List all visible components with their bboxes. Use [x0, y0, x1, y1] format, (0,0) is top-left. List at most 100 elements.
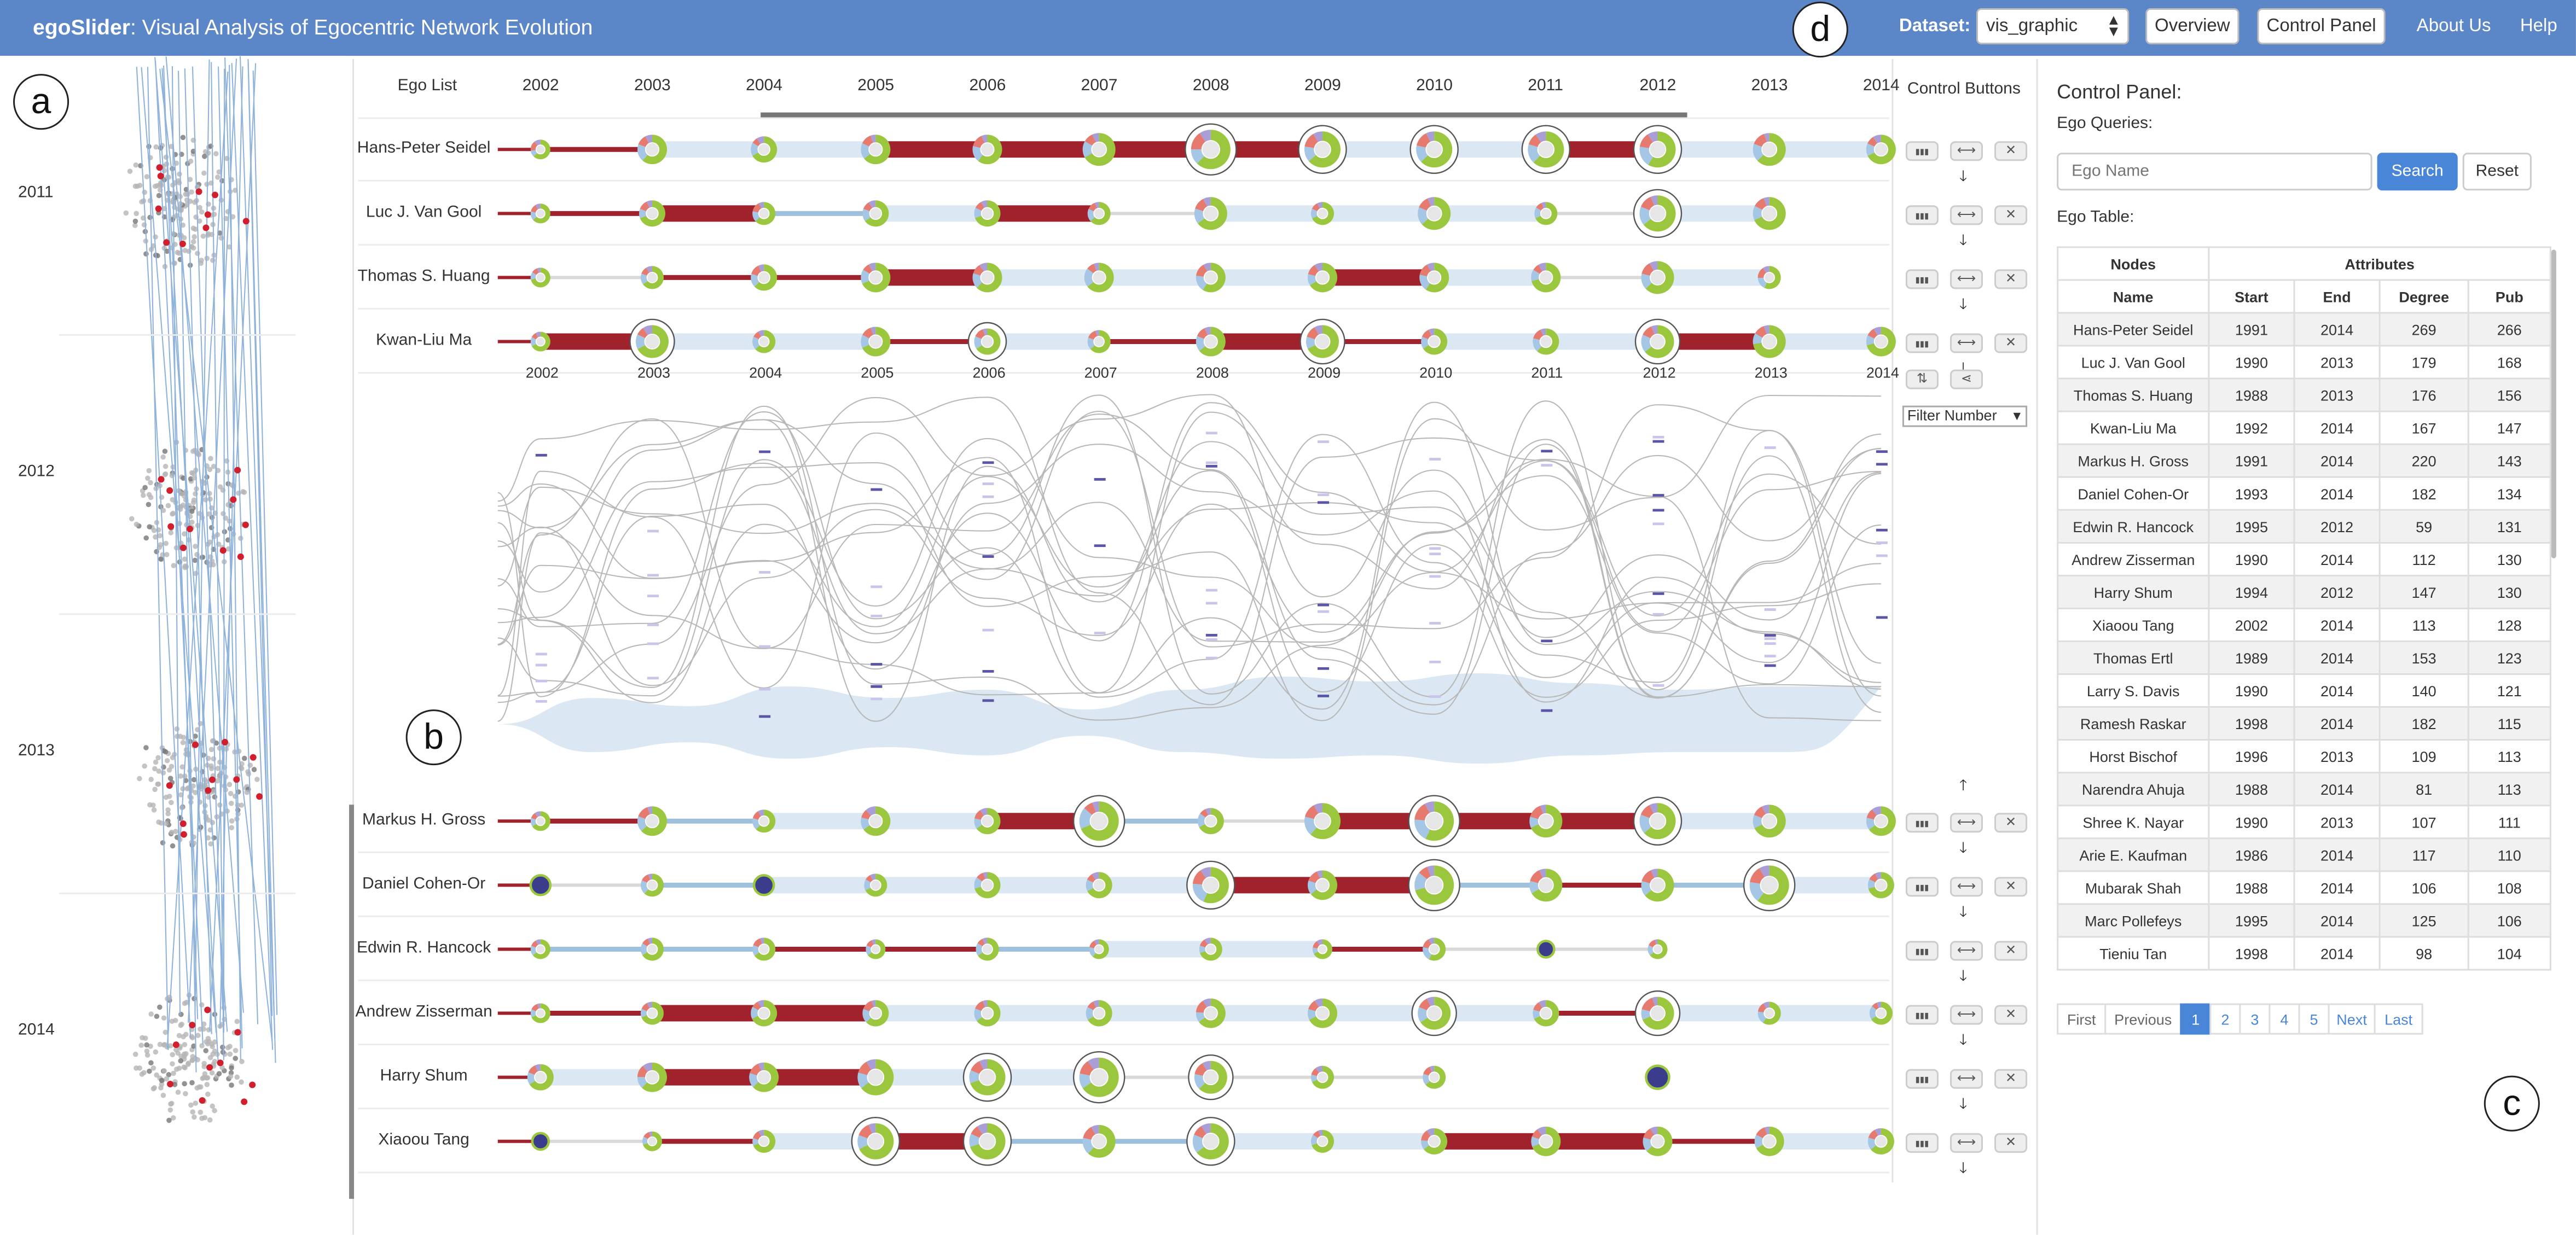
overview-button[interactable]: Overview	[2145, 8, 2240, 45]
close-button[interactable]: ✕	[1994, 1133, 2028, 1153]
ego-node[interactable]	[1304, 803, 1341, 840]
ego-node[interactable]	[530, 139, 550, 160]
chart-button[interactable]: ▮▮▮	[1905, 877, 1939, 897]
ego-name-label[interactable]: Xiaoou Tang	[378, 1131, 469, 1150]
ego-node[interactable]	[527, 1064, 554, 1091]
ego-node[interactable]	[1196, 327, 1226, 357]
ego-node[interactable]	[1310, 1129, 1335, 1153]
ego-node[interactable]	[862, 1000, 889, 1027]
ego-node[interactable]	[1196, 998, 1226, 1028]
ego-node[interactable]	[640, 1001, 664, 1025]
expand-down-button[interactable]: 🡓	[1955, 164, 1971, 190]
close-button[interactable]: ✕	[1994, 205, 2028, 225]
ego-node[interactable]	[751, 136, 778, 163]
page-button-5[interactable]: 5	[2298, 1003, 2330, 1035]
chart-button[interactable]: ▮▮▮	[1905, 141, 1939, 161]
ego-node[interactable]	[1199, 937, 1222, 961]
close-button[interactable]: ✕	[1994, 141, 2028, 161]
chart-button[interactable]: ▮▮▮	[1905, 941, 1939, 961]
ego-node[interactable]	[530, 811, 550, 831]
column-header-degree[interactable]: Degree	[2378, 279, 2469, 314]
ego-node[interactable]	[1086, 872, 1112, 899]
ego-node[interactable]	[1308, 870, 1338, 900]
ego-node[interactable]	[1197, 808, 1224, 835]
ego-node[interactable]	[1312, 939, 1333, 959]
ego-node[interactable]	[1188, 1054, 1234, 1100]
page-button-first[interactable]: First	[2057, 1003, 2107, 1035]
column-header-name[interactable]: Name	[2057, 279, 2210, 314]
ego-node[interactable]	[1086, 1000, 1112, 1027]
sort-button[interactable]: ⇅	[1905, 369, 1939, 389]
ego-node[interactable]	[1082, 1125, 1116, 1158]
ego-node[interactable]	[1408, 859, 1460, 912]
page-button-last[interactable]: Last	[2374, 1003, 2423, 1035]
ego-node[interactable]	[1757, 266, 1781, 289]
expand-down-button[interactable]: 🡓	[1955, 292, 1971, 318]
ego-node[interactable]	[974, 872, 1001, 899]
ego-node[interactable]	[1196, 263, 1226, 293]
ego-node[interactable]	[637, 135, 668, 165]
filter-number-select[interactable]: Filter Number▾	[1902, 405, 2028, 427]
ego-node[interactable]	[529, 874, 552, 896]
ego-node[interactable]	[1185, 123, 1237, 176]
ego-node[interactable]	[1087, 330, 1111, 353]
ego-node[interactable]	[861, 263, 891, 293]
expand-down-button[interactable]: 🡓	[1955, 900, 1971, 926]
ego-node[interactable]	[1633, 796, 1682, 846]
ego-node[interactable]	[640, 937, 664, 961]
chart-button[interactable]: ▮▮▮	[1905, 333, 1939, 353]
ego-node[interactable]	[1867, 872, 1894, 899]
ego-node[interactable]	[1533, 328, 1559, 355]
close-button[interactable]: ✕	[1994, 269, 2028, 289]
page-button-1[interactable]: 1	[2180, 1003, 2212, 1035]
ego-node[interactable]	[974, 1000, 1001, 1027]
ego-node[interactable]	[752, 874, 775, 896]
ego-name-label[interactable]: Markus H. Gross	[362, 811, 486, 830]
ego-node[interactable]	[751, 264, 778, 291]
ego-node[interactable]	[861, 806, 891, 836]
reset-button[interactable]: Reset	[2462, 153, 2532, 191]
ego-node[interactable]	[749, 1062, 779, 1092]
expand-down-button[interactable]: 🡓	[1955, 836, 1971, 862]
ego-node[interactable]	[752, 1129, 776, 1153]
stretch-button[interactable]: ⟷	[1950, 205, 1983, 225]
ego-node[interactable]	[1298, 125, 1347, 174]
ego-node[interactable]	[530, 1003, 550, 1023]
ego-name-label[interactable]: Edwin R. Hancock	[356, 939, 491, 958]
ego-name-label[interactable]: Harry Shum	[380, 1067, 468, 1086]
ego-node[interactable]	[962, 1117, 1012, 1166]
table-scrollbar[interactable]	[2551, 249, 2556, 558]
expand-down-button[interactable]: 🡓	[1955, 964, 1971, 990]
ego-name-label[interactable]: Daniel Cohen-Or	[362, 875, 486, 894]
ego-node[interactable]	[1310, 202, 1335, 225]
ego-node[interactable]	[866, 939, 886, 959]
stretch-button[interactable]: ⟷	[1950, 269, 1983, 289]
ego-node[interactable]	[640, 873, 664, 897]
ego-node[interactable]	[752, 202, 776, 225]
search-button[interactable]: Search	[2377, 153, 2458, 191]
chart-button[interactable]: ▮▮▮	[1905, 813, 1939, 833]
stretch-button[interactable]: ⟷	[1950, 333, 1983, 353]
ego-node[interactable]	[1529, 869, 1563, 902]
stretch-button[interactable]: ⟷	[1950, 141, 1983, 161]
ego-node[interactable]	[1419, 263, 1449, 293]
ego-node[interactable]	[1186, 860, 1235, 910]
ego-node[interactable]	[1421, 1128, 1448, 1155]
stretch-button[interactable]: ⟷	[1950, 1005, 1983, 1025]
ego-node[interactable]	[752, 330, 776, 353]
ego-node[interactable]	[1307, 263, 1338, 293]
stretch-button[interactable]: ⟷	[1950, 1133, 1983, 1153]
ego-node[interactable]	[864, 873, 887, 897]
